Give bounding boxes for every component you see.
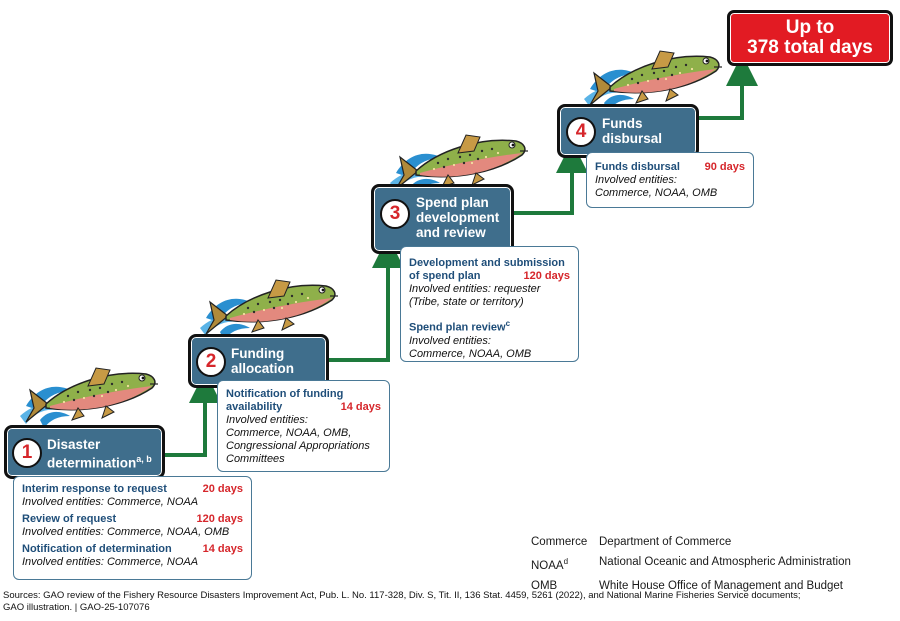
legend-row: Commerce Department of Commerce: [531, 536, 732, 548]
detail-item: Funds disbursal 90 days Involved entitie…: [595, 161, 745, 199]
detail-item: Spend plan reviewc Involved entities: Co…: [409, 319, 532, 360]
legend-row: NOAAd National Oceanic and Atmospheric A…: [531, 556, 851, 572]
abbreviation-legend: Commerce Department of Commerce NOAAd Na…: [531, 532, 851, 596]
source-note: Sources: GAO review of the Fishery Resou…: [3, 590, 801, 613]
step-label: Funding allocation: [231, 346, 295, 376]
detail-item: Interim response to request 20 days Invo…: [22, 483, 243, 508]
footnote-marker: a, b: [136, 454, 152, 464]
connector-arrow-3-4: [512, 141, 588, 215]
step-2-details: Notification of funding availability 14 …: [217, 380, 390, 472]
fish-icon: [199, 279, 339, 341]
legend-row: OMB White House Office of Management and…: [531, 579, 843, 592]
step-number-badge: 3: [380, 199, 410, 229]
connector-arrow-4-total: [696, 54, 758, 120]
detail-item: Development and submission of spend plan…: [409, 257, 570, 308]
days-value: 20 days: [202, 483, 243, 495]
footnote-marker: c: [505, 319, 511, 328]
step-number-badge: 4: [566, 117, 596, 147]
step-1-details: Interim response to request 20 days Invo…: [13, 476, 252, 580]
step-label: Spend plan development and review: [416, 195, 500, 240]
step-4-box: 4 Funds disbursal: [557, 104, 699, 158]
step-4-details: Funds disbursal 90 days Involved entitie…: [586, 152, 754, 208]
fish-icon: [19, 367, 159, 429]
step-label: Funds disbursal: [602, 116, 663, 146]
step-number-badge: 2: [196, 347, 226, 377]
days-value: 14 days: [340, 401, 381, 413]
connector-arrow-2-3: [326, 236, 404, 362]
detail-item: Notification of funding availability 14 …: [226, 388, 381, 465]
footnote-marker: d: [563, 557, 569, 566]
step-1-box: 1 Disaster determinationa, b: [4, 425, 165, 479]
detail-item: Notification of determination 14 days In…: [22, 543, 243, 568]
days-value: 120 days: [196, 513, 243, 525]
step-3-box: 3 Spend plan development and review: [371, 184, 514, 254]
step-3-details: Development and submission of spend plan…: [400, 246, 579, 362]
step-number-badge: 1: [12, 438, 42, 468]
days-value: 120 days: [523, 270, 570, 282]
connector-arrow-1-2: [163, 371, 221, 457]
step-label: Disaster determinationa, b: [47, 437, 152, 471]
detail-item: Review of request 120 days Involved enti…: [22, 513, 243, 538]
days-value: 14 days: [202, 543, 243, 555]
total-days-box: Up to 378 total days: [727, 10, 893, 66]
fish-icon: [583, 50, 723, 112]
days-value: 90 days: [704, 161, 745, 173]
step-2-box: 2 Funding allocation: [188, 334, 329, 388]
